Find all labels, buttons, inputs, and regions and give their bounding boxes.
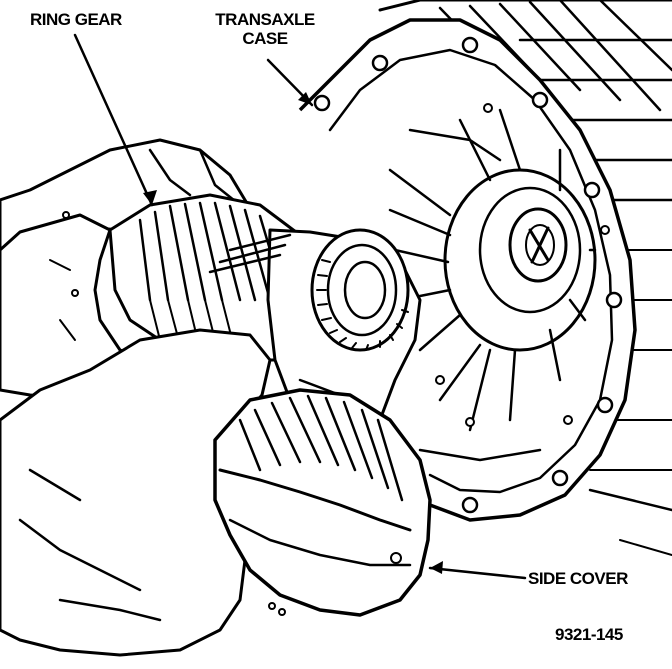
side-cover-label: SIDE COVER: [528, 569, 628, 588]
figure-number: 9321-145: [555, 625, 623, 644]
transaxle-case-label-line2: CASE: [242, 29, 288, 48]
side-cover-leader: [428, 566, 527, 580]
side-cover: [213, 388, 432, 617]
ring-gear-label: RING GEAR: [30, 10, 122, 29]
leader-lines: [73, 33, 672, 580]
ring-gear-leader: [73, 33, 154, 207]
transaxle-case-label: TRANSAXLE CASE: [205, 10, 325, 48]
transaxle-case-label-line1: TRANSAXLE: [215, 10, 315, 29]
